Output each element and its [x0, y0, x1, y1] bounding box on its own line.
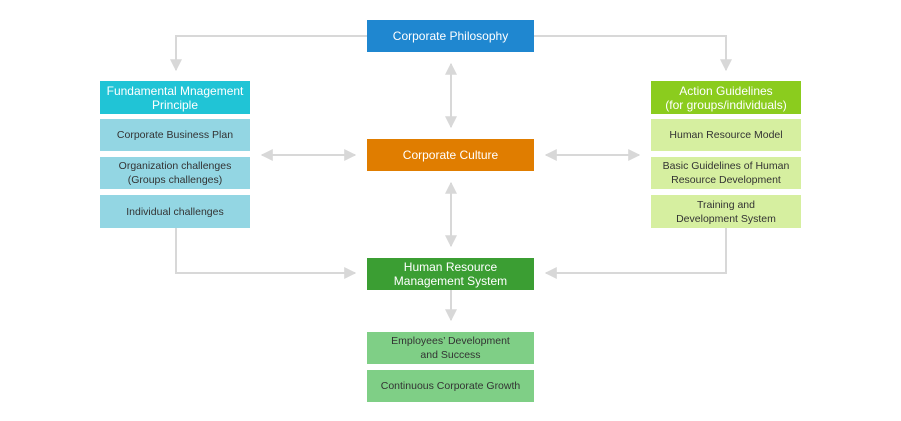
action-guidelines-box: Action Guidelines (for groups/individual… — [651, 81, 801, 114]
arrow-action-to-hrms — [544, 228, 727, 279]
employees-development-box: Employees’ Development and Success — [367, 332, 534, 364]
training-system-box: Training and Development System — [651, 195, 801, 228]
arrow-philosophy-to-action — [534, 35, 732, 72]
corporate-philosophy-box: Corporate Philosophy — [367, 20, 534, 52]
fundamental-principle-box: Fundamental Mnagement Principle — [100, 81, 250, 114]
corporate-business-plan-box: Corporate Business Plan — [100, 119, 250, 151]
organization-challenges-box: Organization challenges (Groups challeng… — [100, 157, 250, 189]
continuous-growth-box: Continuous Corporate Growth — [367, 370, 534, 402]
arrow-philosophy-to-fundamental — [170, 35, 367, 72]
individual-challenges-box: Individual challenges — [100, 195, 250, 228]
corporate-culture-box: Corporate Culture — [367, 139, 534, 171]
arrow-fundamental-to-hrms — [175, 228, 357, 279]
human-resource-model-box: Human Resource Model — [651, 119, 801, 151]
hr-management-system-box: Human Resource Management System — [367, 258, 534, 290]
basic-guidelines-box: Basic Guidelines of Human Resource Devel… — [651, 157, 801, 189]
